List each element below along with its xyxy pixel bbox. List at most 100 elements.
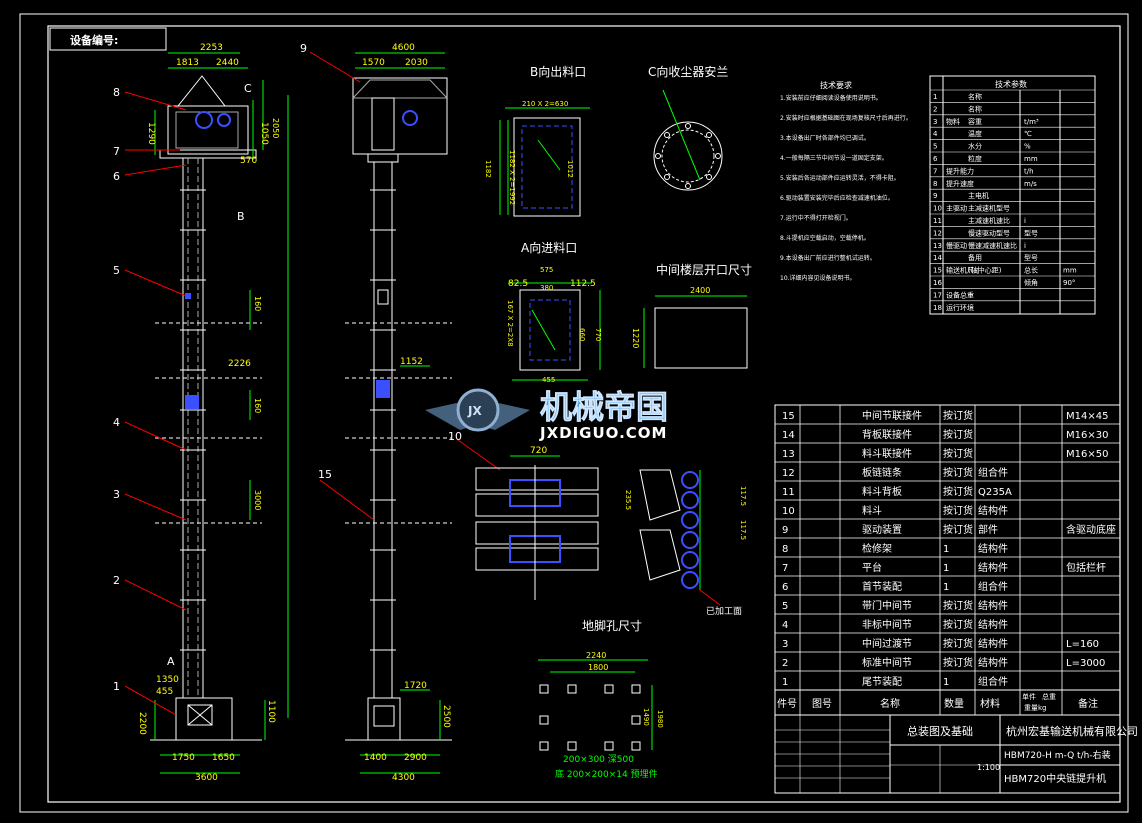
part-row-qty: 按订货 <box>943 447 973 460</box>
anchor-note-2: 底 200×200×14 预埋件 <box>555 768 658 780</box>
dim-front-r2: 1050 <box>259 122 269 145</box>
watermark-logo: JX 机械帝国 JXDIGUO.COM <box>425 388 668 442</box>
dim-front-3000: 3000 <box>253 490 262 510</box>
part-row-name: 中间节联接件 <box>862 409 922 422</box>
params-row-unit: 型号 <box>1024 228 1038 237</box>
params-row-unit: t/h <box>1024 167 1034 175</box>
dim-bucket-720: 720 <box>530 446 547 456</box>
params-row-group: 设备总重 <box>946 290 974 299</box>
part-row-qty: 1 <box>943 544 949 555</box>
dim-b-1012: 1012 <box>566 160 574 178</box>
header-box <box>49 27 167 51</box>
view-title-floor: 中间楼层开口尺寸 <box>656 262 752 277</box>
a-inlet-view: A向进料口 575 82.5 380 112.5 660 770 167 X 2… <box>506 240 602 384</box>
dim-front-1100: 1100 <box>266 700 276 723</box>
view-title-b: B向出料口 <box>530 64 586 79</box>
callout-6: 6 <box>113 170 120 183</box>
header-label: 设备编号: <box>70 33 118 47</box>
params-row-group: 慢驱动 <box>946 241 967 250</box>
dim-front-160a: 160 <box>253 296 262 311</box>
params-row-no: 10 <box>933 205 942 213</box>
part-row-no: 8 <box>782 544 788 555</box>
part-row-name: 平台 <box>862 561 882 574</box>
part-row-no: 3 <box>782 639 788 650</box>
part-row-note: L=160 <box>1066 639 1099 650</box>
params-row-unit: ℃ <box>1024 130 1032 138</box>
part-row-material: Q235A <box>978 487 1012 498</box>
params-row-no: 13 <box>933 242 942 250</box>
part-row-material: 结构件 <box>978 599 1008 612</box>
part-row-note: M16×30 <box>1066 430 1108 441</box>
part-row-material: 组合件 <box>978 466 1008 479</box>
dim-b-w: 210 X 2=630 <box>522 100 568 108</box>
params-row-name: 温度 <box>968 129 982 138</box>
dim-front-l1: 1290 <box>146 122 156 145</box>
dim-a-575: 575 <box>540 266 553 274</box>
params-row-name: 水分 <box>968 142 982 151</box>
tech-note-line: 5.安装后各运动部件应运转灵活，不得卡阻。 <box>780 174 900 182</box>
watermark-cn: 机械帝国 <box>540 388 668 426</box>
view-title-c: C向收尘器安兰 <box>648 64 728 79</box>
params-row-no: 1 <box>933 93 937 101</box>
params-row-name: 容重 <box>968 117 982 126</box>
part-row-qty: 1 <box>943 582 949 593</box>
watermark-badge: JX <box>467 404 482 418</box>
part-row-no: 5 <box>782 601 788 612</box>
part-row-material: 结构件 <box>978 656 1008 669</box>
part-row-qty: 按订货 <box>943 409 973 422</box>
params-row-no: 12 <box>933 229 942 237</box>
dim-a-770: 770 <box>594 328 602 341</box>
part-row-no: 2 <box>782 658 788 669</box>
params-row-name: 主减速机型号 <box>968 204 1010 213</box>
params-row-no: 6 <box>933 155 938 163</box>
tech-note-line: 1.安装前应仔细阅读设备使用说明书。 <box>780 94 882 102</box>
tech-note-line: 7.运行中不得打开检视门。 <box>780 214 852 222</box>
dim-b-1182: 1182 <box>484 160 492 178</box>
callout-10: 10 <box>448 430 462 443</box>
parts-header-note: 备注 <box>1078 697 1098 710</box>
parts-header-weight3: 重量kg <box>1024 704 1047 712</box>
title-model: HBM720-H m-Q t/h-右装 <box>1004 749 1111 761</box>
params-row-unit: % <box>1024 143 1031 151</box>
params-row-name: 粒度 <box>968 154 982 163</box>
dim-anchor-2240: 2240 <box>586 651 606 660</box>
dim-a-82: 82.5 <box>508 279 528 289</box>
params-row-unit: i <box>1024 217 1026 225</box>
part-row-no: 10 <box>782 506 795 517</box>
c-flange-view: C向收尘器安兰 <box>648 64 728 191</box>
part-row-material: 组合件 <box>978 675 1008 688</box>
part-row-name: 检修架 <box>862 542 892 555</box>
params-row-no: 9 <box>933 192 937 200</box>
view-title-a: A向进料口 <box>521 240 577 255</box>
part-row-note: M14×45 <box>1066 411 1108 422</box>
tech-note-line: 8.斗提机应空载启动，空载停机。 <box>780 234 870 242</box>
part-row-note: L=3000 <box>1066 658 1105 669</box>
part-row-name: 料斗 <box>862 504 882 517</box>
params-row-no: 3 <box>933 118 937 126</box>
params-row-unit: t/m³ <box>1024 118 1039 126</box>
params-row-no: 4 <box>933 130 938 138</box>
callout-2: 2 <box>113 574 120 587</box>
dim-front-1750: 1750 <box>172 753 195 763</box>
dim-front-455: 455 <box>156 687 173 697</box>
params-row-group: 输送机尺寸 <box>946 266 981 275</box>
part-row-material: 组合件 <box>978 580 1008 593</box>
callout-4: 4 <box>113 416 120 429</box>
part-row-material: 结构件 <box>978 618 1008 631</box>
part-row-name: 料斗背板 <box>862 485 902 498</box>
dim-side-1570: 1570 <box>362 58 385 68</box>
params-row-no: 15 <box>933 267 942 275</box>
part-row-qty: 1 <box>943 677 949 688</box>
part-row-qty: 按订货 <box>943 523 973 536</box>
part-row-no: 14 <box>782 430 795 441</box>
callout-1: 1 <box>113 680 120 693</box>
part-row-qty: 按订货 <box>943 637 973 650</box>
dim-side-1400: 1400 <box>364 753 387 763</box>
anchor-holes-view: 地脚孔尺寸 2240 1800 1490 1980 200×300 深500 底… <box>538 618 664 780</box>
part-row-material: 部件 <box>978 523 998 536</box>
dim-anchor-1800: 1800 <box>588 663 608 672</box>
params-row-group: 提升速度 <box>946 179 974 188</box>
params-row-name: (轴中心距) <box>968 266 1002 275</box>
dim-front-right: 2440 <box>216 58 239 68</box>
part-row-no: 7 <box>782 563 788 574</box>
